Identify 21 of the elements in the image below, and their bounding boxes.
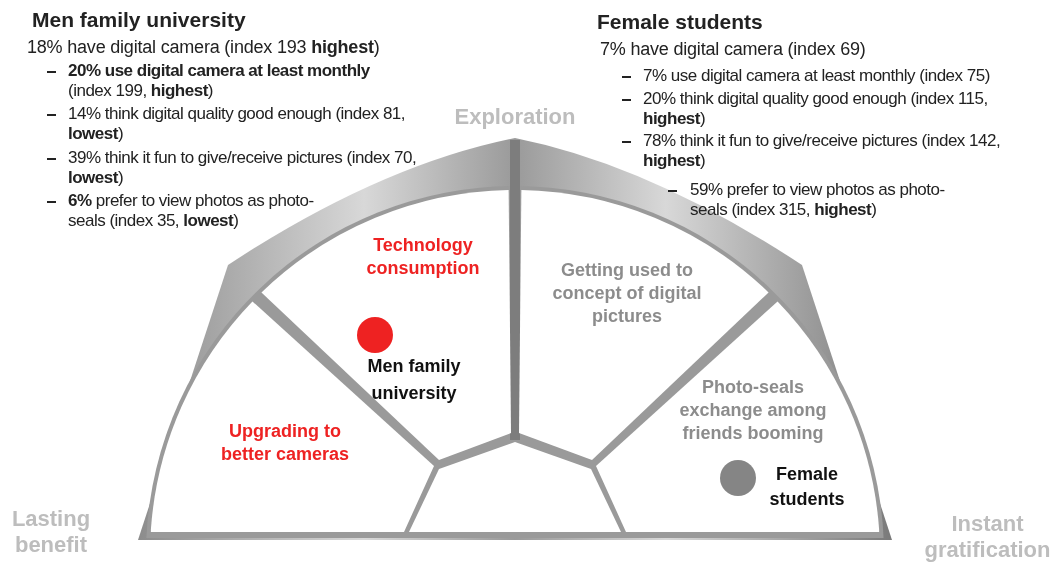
heading: Men family university (32, 8, 246, 32)
bullet-text: 59% prefer to view photos as photo-seals (index 315, highest) (690, 180, 946, 219)
bullet-text: 20% use digital camera at least monthly (index 199, highest) (68, 61, 371, 100)
dot-label: Men family university (366, 355, 462, 405)
bullet-text: 7% use digital camera at least monthly (index 75) (643, 66, 991, 86)
dot-label: Female students (768, 463, 846, 511)
axis-label: Lasting benefit (10, 506, 92, 558)
summary-text: 18% have digital camera (index 193 highest) (27, 36, 380, 58)
segment-label: Upgrading to better cameras (219, 420, 351, 466)
bullet-text: 20% think digital quality good enough (index 115, highest) (643, 89, 989, 128)
segment-label: Technology consumption (365, 234, 481, 280)
bullet-text: 6% prefer to view photos as photo-seals (index 35, lowest) (68, 191, 315, 230)
axis-label: Exploration (453, 104, 577, 130)
bullet-text: 39% think it fun to give/receive pictures (index 70, lowest) (68, 148, 418, 187)
bullet-text: 14% think digital quality good enough (index 81, lowest) (68, 104, 407, 143)
segment-label: Photo-seals exchange among friends booming (678, 376, 828, 445)
segment-label: Getting used to concept of digital pictures (552, 259, 702, 328)
bullet-text: 78% think it fun to give/receive pictures (index 142, highest) (643, 131, 1002, 170)
heading: Female students (597, 10, 763, 34)
summary-text: 7% have digital camera (index 69) (600, 38, 866, 60)
axis-label: Instant gratification (923, 511, 1052, 563)
